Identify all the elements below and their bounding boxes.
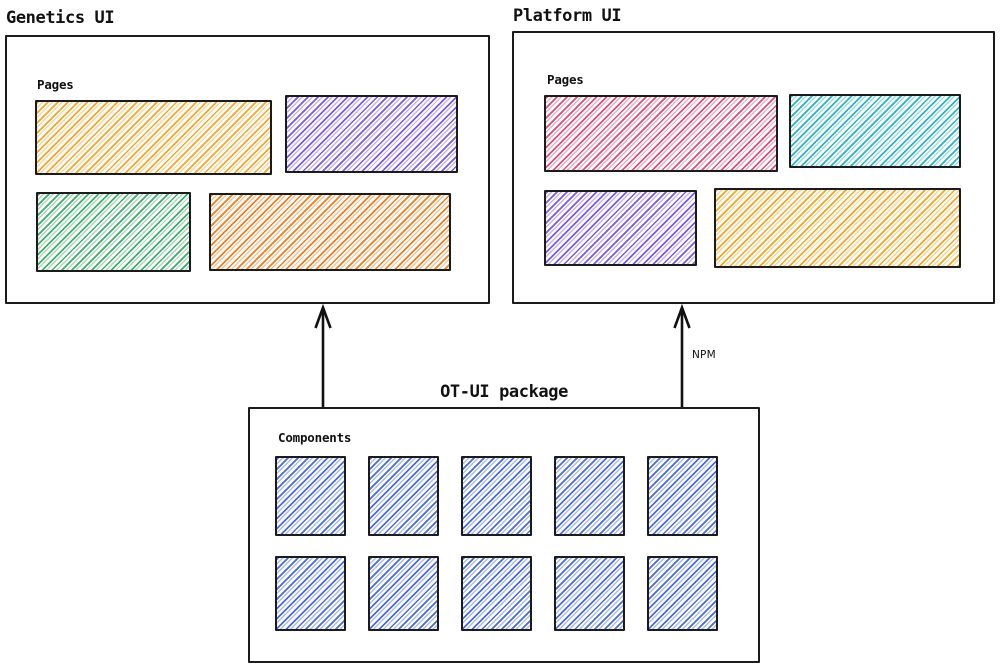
- genetics-page-rect-3: [36, 192, 191, 272]
- component-square: [647, 556, 718, 631]
- ot-ui-package-box: Components: [248, 407, 760, 663]
- component-square: [461, 456, 532, 536]
- component-square: [554, 456, 625, 536]
- component-square: [461, 556, 532, 631]
- platform-ui-title: Platform UI: [513, 6, 622, 26]
- component-square: [554, 556, 625, 631]
- platform-ui-box: Pages: [512, 31, 995, 304]
- components-label: Components: [278, 430, 352, 445]
- npm-arrow-label: NPM: [692, 349, 716, 361]
- platform-page-rect-2: [789, 94, 961, 168]
- genetics-page-rect-4: [209, 193, 451, 271]
- component-square: [368, 556, 439, 631]
- platform-page-rect-4: [714, 188, 961, 268]
- components-grid: [275, 456, 745, 631]
- platform-pages-label: Pages: [547, 72, 584, 87]
- genetics-ui-title: Genetics UI: [6, 8, 115, 28]
- genetics-page-rect-2: [285, 95, 458, 173]
- component-square: [275, 556, 346, 631]
- genetics-ui-box: Pages: [5, 35, 490, 304]
- components-row-1: [275, 456, 745, 536]
- platform-page-rect-1: [544, 95, 778, 172]
- component-square: [647, 456, 718, 536]
- genetics-pages-label: Pages: [37, 77, 74, 92]
- ot-ui-package-title: OT-UI package: [440, 382, 568, 402]
- component-square: [275, 456, 346, 536]
- genetics-page-rect-1: [35, 100, 272, 175]
- components-row-2: [275, 556, 745, 631]
- platform-page-rect-3: [544, 190, 697, 266]
- component-square: [368, 456, 439, 536]
